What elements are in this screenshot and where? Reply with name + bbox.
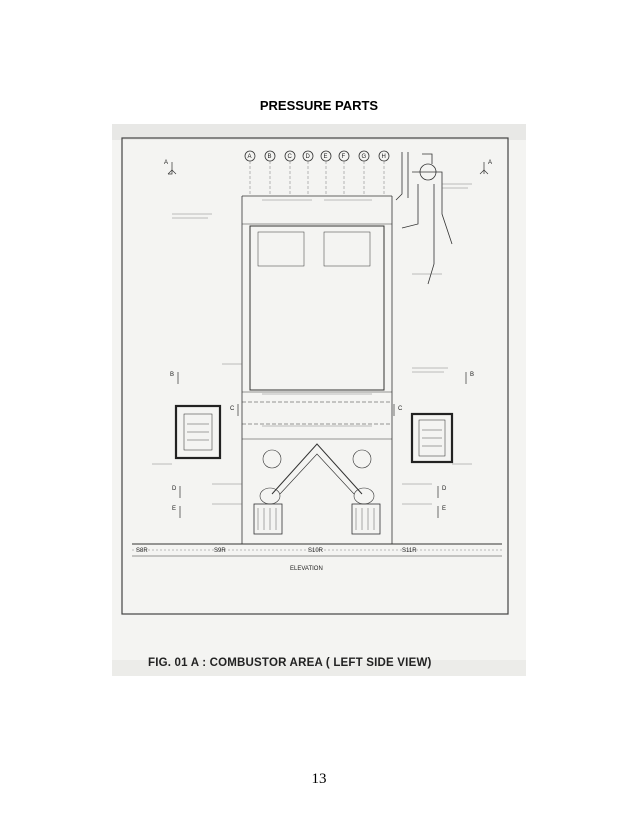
section-marker: A	[164, 160, 168, 166]
left-side-box	[174, 404, 222, 460]
column-marker: F	[342, 154, 346, 160]
combustor-elevation-drawing: A B C D E F G H	[112, 124, 526, 676]
bottom-label: S11R	[402, 548, 417, 554]
section-marker: D	[172, 486, 177, 492]
combustor-body	[132, 195, 502, 557]
page-header: PRESSURE PARTS	[259, 98, 379, 113]
column-markers: A B C D E F G H	[244, 150, 390, 194]
section-marker: C	[230, 406, 235, 412]
bottom-label: S9R	[214, 548, 226, 554]
column-marker: E	[324, 154, 328, 160]
section-markers	[167, 162, 489, 518]
section-marker: A	[488, 160, 492, 166]
scanned-drawing: A B C D E F G H	[112, 124, 526, 676]
section-marker: C	[398, 406, 403, 412]
column-marker: B	[268, 154, 272, 160]
section-marker: D	[442, 486, 447, 492]
bottom-label: S8R	[136, 548, 148, 554]
column-marker: G	[362, 154, 367, 160]
section-marker: E	[172, 506, 176, 512]
page-number: 13	[311, 771, 327, 787]
top-right-piping	[395, 152, 453, 285]
elevation-title: ELEVATION	[290, 566, 323, 572]
figure-caption: FIG. 01 A : COMBUSTOR AREA ( LEFT SIDE V…	[148, 657, 432, 669]
bottom-label: S10R	[308, 548, 324, 554]
annotations	[152, 183, 472, 505]
section-marker: B	[170, 372, 174, 378]
section-marker: B	[470, 372, 474, 378]
right-side-box	[410, 412, 454, 464]
section-marker: E	[442, 506, 446, 512]
column-marker: D	[306, 154, 311, 160]
column-marker: A	[248, 154, 252, 160]
column-marker: H	[382, 154, 386, 160]
column-marker: C	[288, 154, 293, 160]
